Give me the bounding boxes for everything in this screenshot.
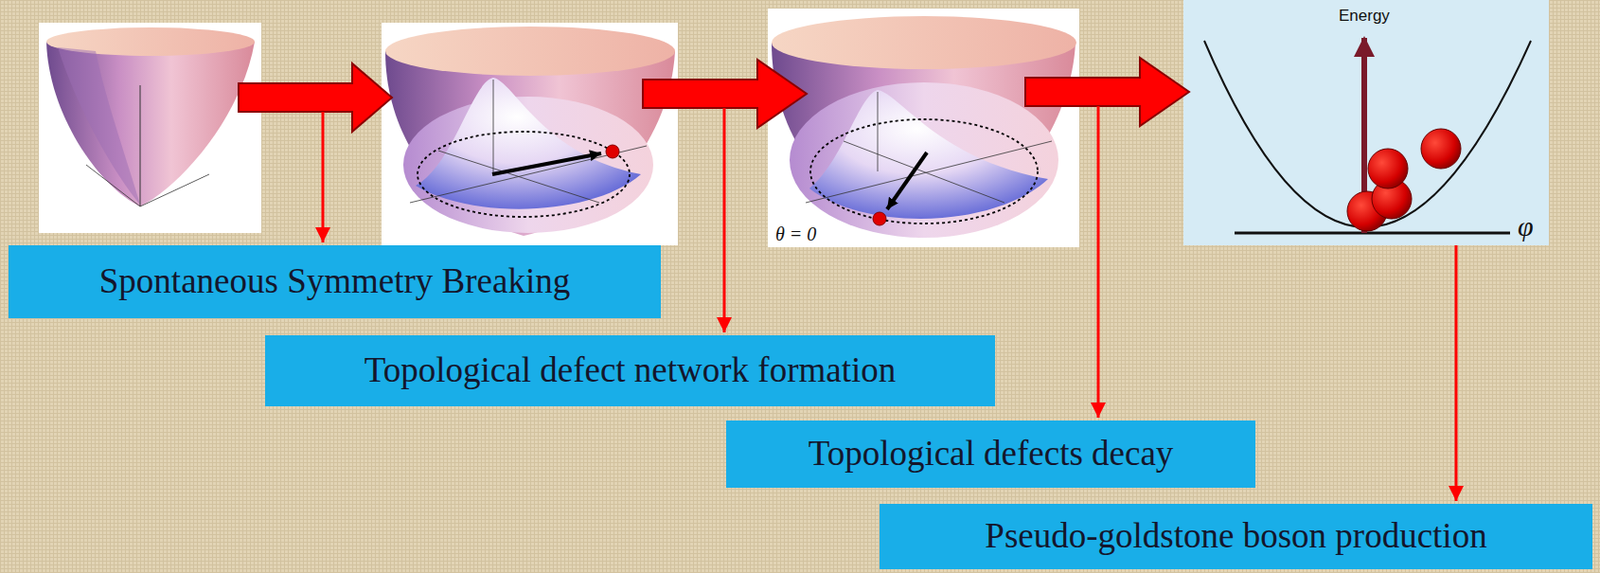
illustration-part xyxy=(238,63,392,132)
process-arrow xyxy=(238,57,1190,132)
illustration-part xyxy=(321,111,325,243)
illustration-part xyxy=(1368,148,1408,189)
illustration-part xyxy=(605,144,620,159)
label-box: Pseudo-goldstone boson production xyxy=(879,503,1593,569)
illustration-part xyxy=(723,107,727,333)
illustration-part xyxy=(409,145,647,203)
illustration-part xyxy=(843,141,1005,203)
illustration-part xyxy=(1234,231,1511,235)
illustration-part xyxy=(38,22,262,233)
illustration-part xyxy=(887,152,927,210)
illustration-part xyxy=(493,79,495,175)
mexican-hat-potential xyxy=(767,8,1080,248)
stage-label: Spontaneous Symmetry Breaking xyxy=(99,262,570,302)
bowl-potential xyxy=(38,22,262,233)
label-box: Topological defect network formation xyxy=(265,335,996,407)
illustration-part xyxy=(789,82,1059,238)
illustration-part xyxy=(767,8,1080,248)
illustration-part xyxy=(385,26,676,76)
illustration-part xyxy=(771,16,1077,70)
illustration-part xyxy=(1183,0,1549,246)
axis-label: φ xyxy=(1517,210,1534,242)
illustration-part xyxy=(877,91,879,172)
illustration-part xyxy=(140,174,210,207)
mexican-hat-potential xyxy=(381,22,678,246)
label-box: Spontaneous Symmetry Breaking xyxy=(8,245,661,319)
illustration-part xyxy=(385,51,676,236)
illustration-part xyxy=(140,85,142,207)
illustration-part xyxy=(1097,106,1101,418)
illustration-part xyxy=(809,89,1049,219)
illustration-part xyxy=(1025,57,1190,126)
illustration-part xyxy=(810,119,1038,224)
illustration-part xyxy=(492,153,602,175)
illustration-part xyxy=(872,212,887,226)
label-box: Topological defects decay xyxy=(726,420,1256,488)
angle-label: θ = 0 xyxy=(775,223,817,245)
illustration-part xyxy=(805,141,1052,203)
illustration-part xyxy=(57,47,141,205)
parabola-potential xyxy=(1183,0,1549,246)
stage-label: Topological defects decay xyxy=(808,434,1174,474)
illustration-part xyxy=(381,22,678,246)
illustration-part xyxy=(771,42,1076,238)
axis-label: Energy xyxy=(1338,7,1390,26)
stage-label: Topological defect network formation xyxy=(364,351,896,391)
illustration-part xyxy=(1455,245,1458,501)
illustration-part xyxy=(417,131,630,217)
illustration-part xyxy=(86,164,141,207)
stage-label: Pseudo-goldstone boson production xyxy=(984,516,1487,556)
illustration-part xyxy=(46,41,255,207)
illustration-part xyxy=(1421,128,1461,169)
